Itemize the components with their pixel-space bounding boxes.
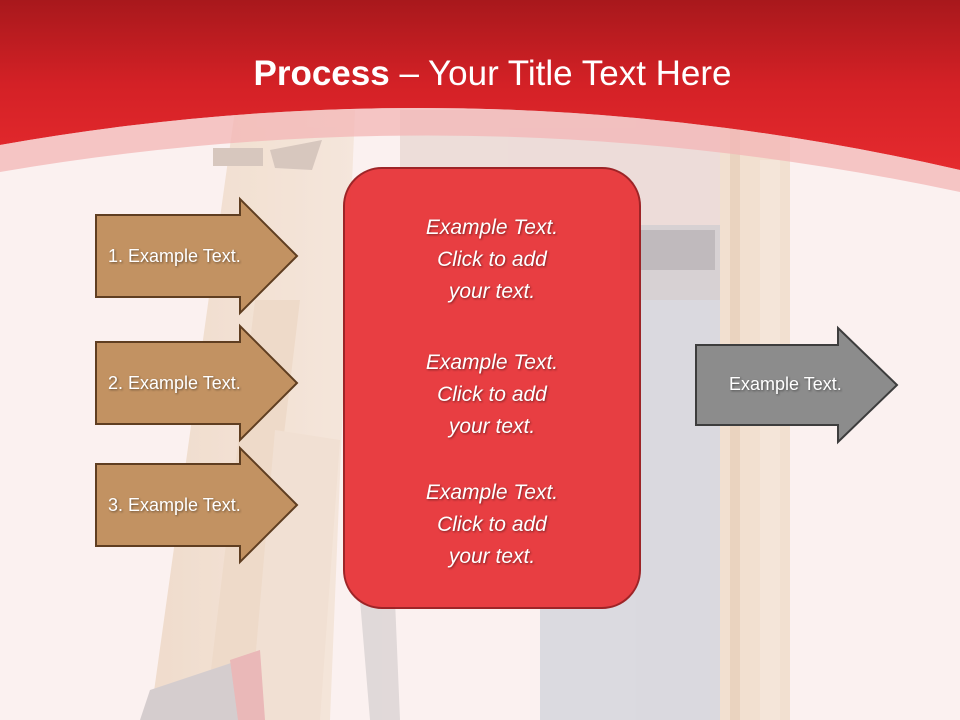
left-arrow-2 — [95, 323, 299, 443]
title-bold: Process — [253, 54, 390, 93]
paragraph-2-line-2: Click to add — [437, 383, 547, 406]
left-arrow-3-label[interactable]: 3. Example Text. — [108, 495, 241, 515]
center-paragraph-2[interactable]: Example Text. Click to add your text. — [347, 347, 637, 443]
center-box — [343, 167, 641, 609]
page-title: Process – Your Title Text Here — [0, 52, 960, 96]
paragraph-2-line-1: Example Text. — [425, 351, 559, 374]
paragraph-1-line-1: Example Text. — [425, 216, 559, 239]
paragraph-1-line-3: your text. — [448, 280, 536, 303]
left-arrow-3 — [95, 445, 299, 565]
center-paragraph-3[interactable]: Example Text. Click to add your text. — [347, 477, 637, 573]
title-rest: – Your Title Text Here — [389, 54, 732, 93]
paragraph-2-line-3: your text. — [448, 415, 536, 438]
paragraph-3-line-3: your text. — [448, 545, 536, 568]
header-swoosh — [0, 107, 960, 192]
paragraph-3-line-2: Click to add — [437, 513, 547, 536]
left-arrow-1-label[interactable]: 1. Example Text. — [108, 246, 241, 266]
left-arrow-1 — [95, 196, 299, 316]
right-arrow — [695, 325, 899, 445]
paragraph-1-line-2: Click to add — [437, 248, 547, 271]
right-arrow-label[interactable]: Example Text. — [729, 374, 842, 394]
header-band — [0, 0, 960, 170]
center-paragraph-1[interactable]: Example Text. Click to add your text. — [347, 212, 637, 308]
left-arrow-2-label[interactable]: 2. Example Text. — [108, 373, 241, 393]
paragraph-3-line-1: Example Text. — [425, 481, 559, 504]
